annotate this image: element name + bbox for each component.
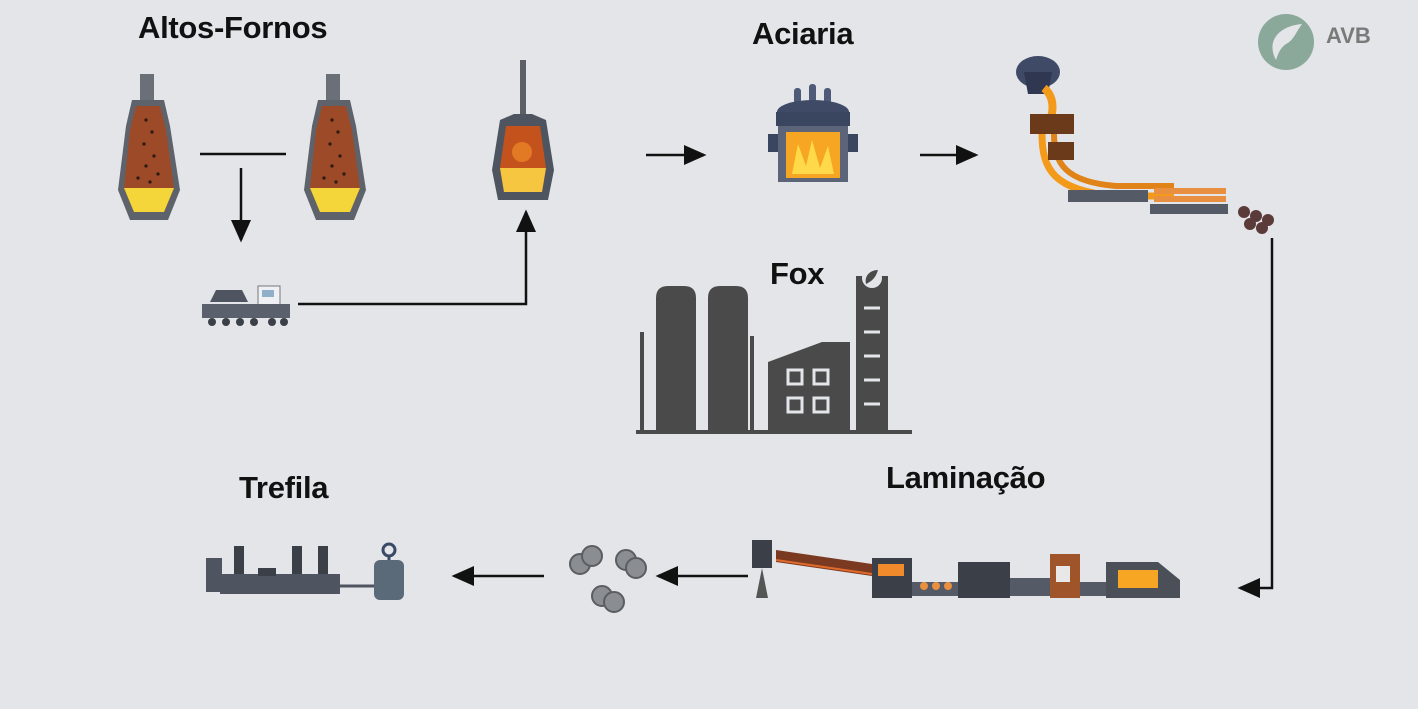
fox-label: Fox — [770, 256, 825, 291]
aciaria-label: Aciaria — [752, 16, 854, 51]
altos-fornos-label: Altos-Fornos — [138, 10, 328, 45]
laminacao-label: Laminação — [886, 460, 1046, 495]
arc-furnace-icon — [768, 84, 858, 182]
blast-furnace-icon — [118, 74, 180, 220]
arrow-casting-to-laminacao — [1237, 238, 1274, 598]
wire-coils-icon — [569, 545, 647, 613]
converter-icon — [492, 60, 554, 200]
trefila-label: Trefila — [239, 470, 329, 505]
avb-logo-icon — [1258, 14, 1314, 70]
continuous-casting-icon — [1016, 56, 1274, 234]
arrow-torpedo-to-converter — [298, 209, 536, 306]
avb-logo-text: AVB — [1326, 23, 1371, 48]
rolling-mill-icon — [752, 540, 1180, 598]
factory-icon — [636, 268, 912, 434]
wire-drawing-icon — [206, 542, 404, 600]
torpedo-car-icon — [202, 285, 290, 326]
blast-furnace-icon — [304, 74, 366, 220]
